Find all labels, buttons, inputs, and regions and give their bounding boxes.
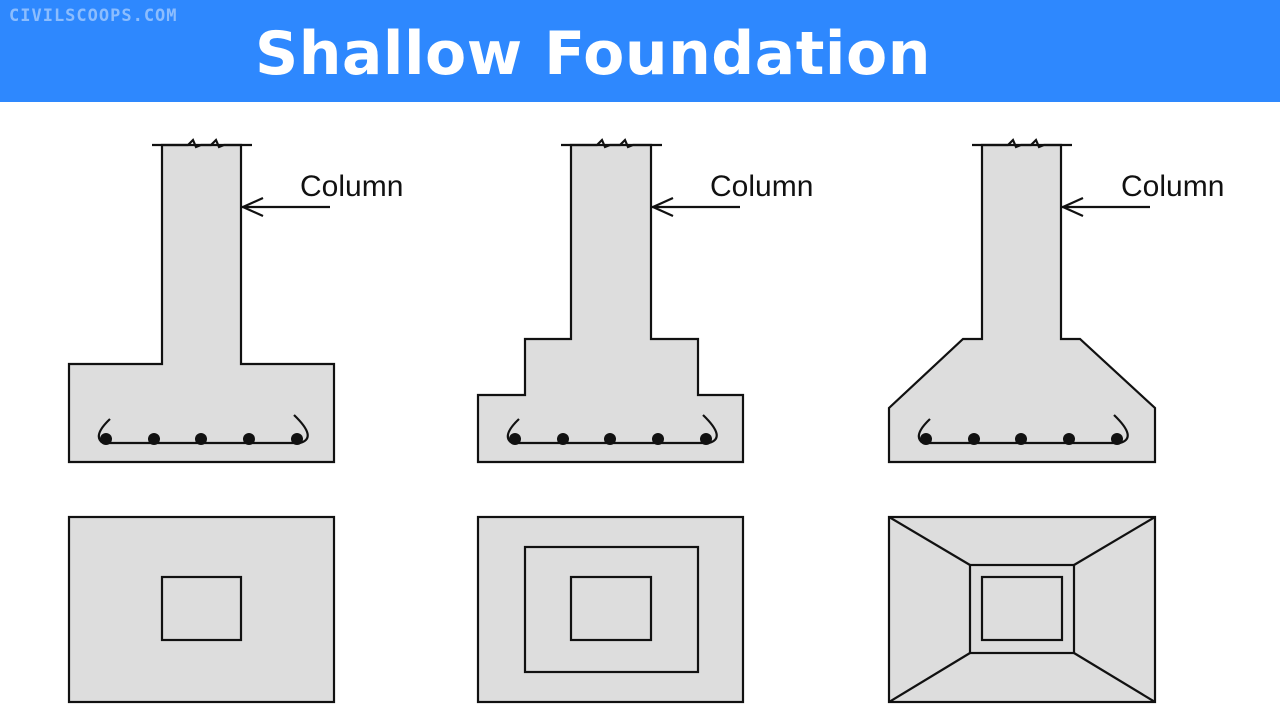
column-label: Column bbox=[710, 170, 813, 203]
rebar-dots bbox=[920, 433, 1123, 445]
rebar-dots bbox=[509, 433, 712, 445]
header-banner: CIVILSCOOPS.COM Shallow Foundation bbox=[0, 0, 1280, 102]
page-title: Shallow Foundation bbox=[255, 19, 931, 89]
rebar-dots bbox=[100, 433, 303, 445]
site-watermark: CIVILSCOOPS.COM bbox=[9, 6, 178, 26]
column-label: Column bbox=[300, 170, 403, 203]
footing-stepped-plan bbox=[476, 515, 745, 704]
footing-flat-plan bbox=[67, 515, 336, 704]
footing-stepped-section: Column bbox=[476, 138, 813, 464]
column-label: Column bbox=[1121, 170, 1224, 203]
footing-flat-section: Column bbox=[67, 138, 403, 464]
footing-sloped-section: Column bbox=[887, 138, 1224, 464]
foundation-diagram: Column Column bbox=[67, 138, 1224, 704]
footing-sloped-plan bbox=[887, 515, 1157, 704]
